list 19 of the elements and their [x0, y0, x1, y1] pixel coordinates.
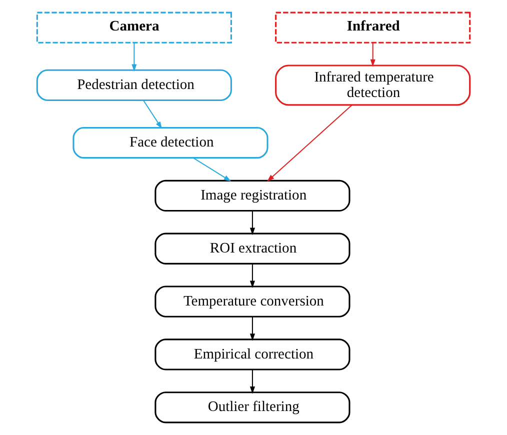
arrow	[142, 100, 162, 129]
arrow	[267, 104, 352, 182]
arrow	[193, 158, 232, 182]
arrow	[250, 210, 256, 236]
node-box: Outlier filtering	[154, 392, 350, 424]
node-box: Face detection	[72, 126, 268, 159]
arrow	[132, 42, 137, 72]
node-box: ROI extraction	[154, 232, 350, 264]
arrow	[250, 316, 256, 341]
arrow	[250, 264, 256, 288]
arrow	[250, 370, 256, 394]
node-box: Camera	[36, 12, 232, 44]
node-box: Empirical correction	[154, 338, 350, 370]
node-box: Infrared	[275, 12, 471, 44]
arrow	[370, 42, 376, 67]
node-box: Temperature conversion	[154, 286, 350, 318]
node-box: Image registration	[154, 180, 350, 212]
node-box: Infrared temperature detection	[275, 64, 471, 106]
node-box: Pedestrian detection	[36, 69, 232, 102]
